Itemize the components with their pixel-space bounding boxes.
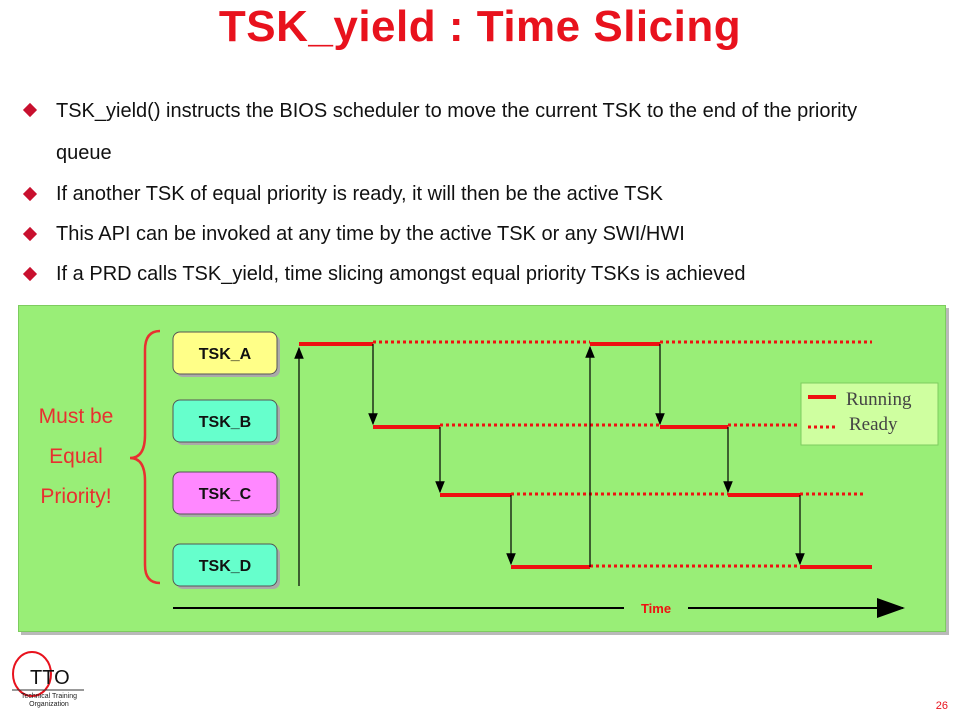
bullet-item: If another TSK of equal priority is read… (22, 174, 942, 214)
tto-logo-ring (12, 651, 52, 697)
bullet-list: TSK_yield() instructs the BIOS scheduler… (22, 90, 942, 294)
time-axis-label: Time (641, 601, 671, 616)
bullet-text: If a PRD calls TSK_yield, time slicing a… (56, 263, 746, 285)
slide-title: TSK_yield : Time Slicing (218, 2, 742, 51)
task-label: TSK_A (199, 346, 252, 363)
bullet-text: If another TSK of equal priority is read… (56, 183, 663, 205)
brace-label-line: Equal (49, 445, 103, 468)
legend: Running Ready (800, 382, 939, 446)
bullet-item: This API can be invoked at any time by t… (22, 214, 942, 254)
task-box-b: TSK_B (172, 399, 280, 445)
bullet-text: TSK_yield() instructs the BIOS scheduler… (56, 100, 858, 164)
task-label: TSK_C (199, 486, 252, 503)
brace-label-line: Priority! (40, 485, 111, 508)
legend-running-label: Running (846, 389, 912, 410)
brace (129, 329, 161, 585)
task-box-d: TSK_D (172, 543, 280, 589)
bullet-item: If a PRD calls TSK_yield, time slicing a… (22, 254, 942, 294)
brace-label-line: Must be (39, 405, 114, 428)
tto-logo (12, 651, 84, 697)
tto-logo-text: TTO (30, 667, 70, 689)
bullet-item: TSK_yield() instructs the BIOS scheduler… (22, 90, 942, 174)
task-box-c: TSK_C (172, 471, 280, 517)
task-box-a: TSK_A (172, 331, 280, 377)
legend-ready-label: Ready (849, 414, 898, 435)
task-label: TSK_D (199, 558, 251, 575)
task-label: TSK_B (199, 414, 251, 431)
bullet-text: This API can be invoked at any time by t… (56, 223, 685, 245)
tto-logo-subtitle: Technical Training Organization (20, 693, 78, 708)
page-number: 26 (935, 700, 948, 712)
